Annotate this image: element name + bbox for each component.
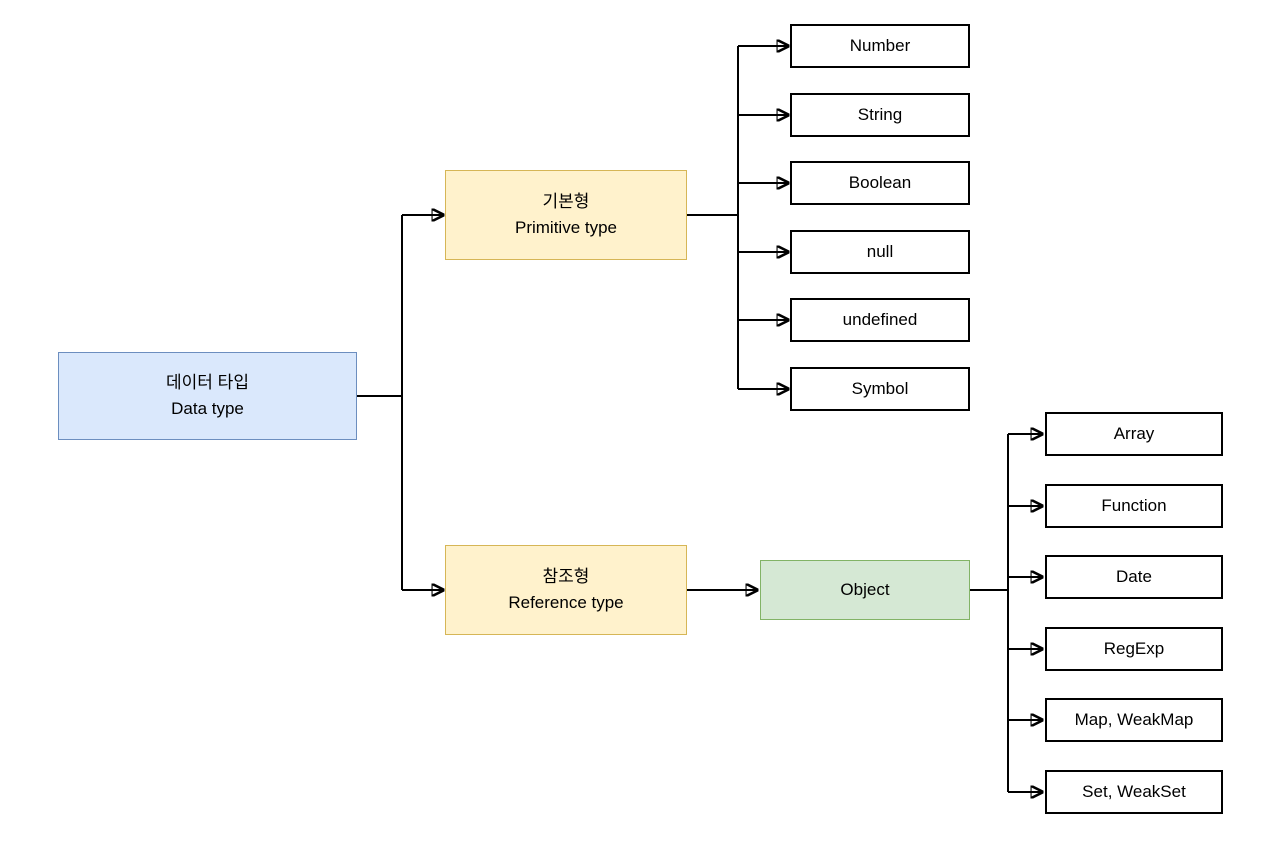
node-data-type-label-ko: 데이터 타입 (166, 373, 249, 392)
node-function: Function (1045, 484, 1223, 528)
node-date-label: Date (1116, 567, 1152, 586)
node-object: Object (760, 560, 970, 620)
node-string: String (790, 93, 970, 137)
node-primitive-type: 기본형 Primitive type (445, 170, 687, 260)
node-map-weakmap: Map, WeakMap (1045, 698, 1223, 742)
node-function-label: Function (1101, 496, 1167, 515)
node-set-weakset-label: Set, WeakSet (1082, 782, 1186, 801)
node-regexp: RegExp (1045, 627, 1223, 671)
node-primitive-label-ko: 기본형 (542, 192, 590, 211)
node-array-label: Array (1113, 424, 1155, 443)
node-null-label: null (866, 242, 894, 261)
node-reference-label-ko: 참조형 (542, 567, 590, 586)
node-map-weakmap-label: Map, WeakMap (1074, 710, 1194, 729)
node-boolean-label: Boolean (848, 173, 912, 192)
node-number-label: Number (849, 36, 911, 55)
node-reference-type: 참조형 Reference type (445, 545, 687, 635)
node-undefined: undefined (790, 298, 970, 342)
node-regexp-label: RegExp (1103, 639, 1165, 658)
node-symbol-label: Symbol (851, 379, 909, 398)
node-boolean: Boolean (790, 161, 970, 205)
node-reference-label-en: Reference type (508, 593, 624, 612)
node-number: Number (790, 24, 970, 68)
node-array: Array (1045, 412, 1223, 456)
node-data-type-label-en: Data type (171, 399, 244, 418)
node-null: null (790, 230, 970, 274)
node-set-weakset: Set, WeakSet (1045, 770, 1223, 814)
node-object-label: Object (840, 580, 890, 599)
node-date: Date (1045, 555, 1223, 599)
node-primitive-label-en: Primitive type (514, 218, 618, 237)
node-symbol: Symbol (790, 367, 970, 411)
node-undefined-label: undefined (842, 310, 918, 329)
node-data-type: 데이터 타입 Data type (58, 352, 357, 440)
node-string-label: String (857, 105, 903, 124)
